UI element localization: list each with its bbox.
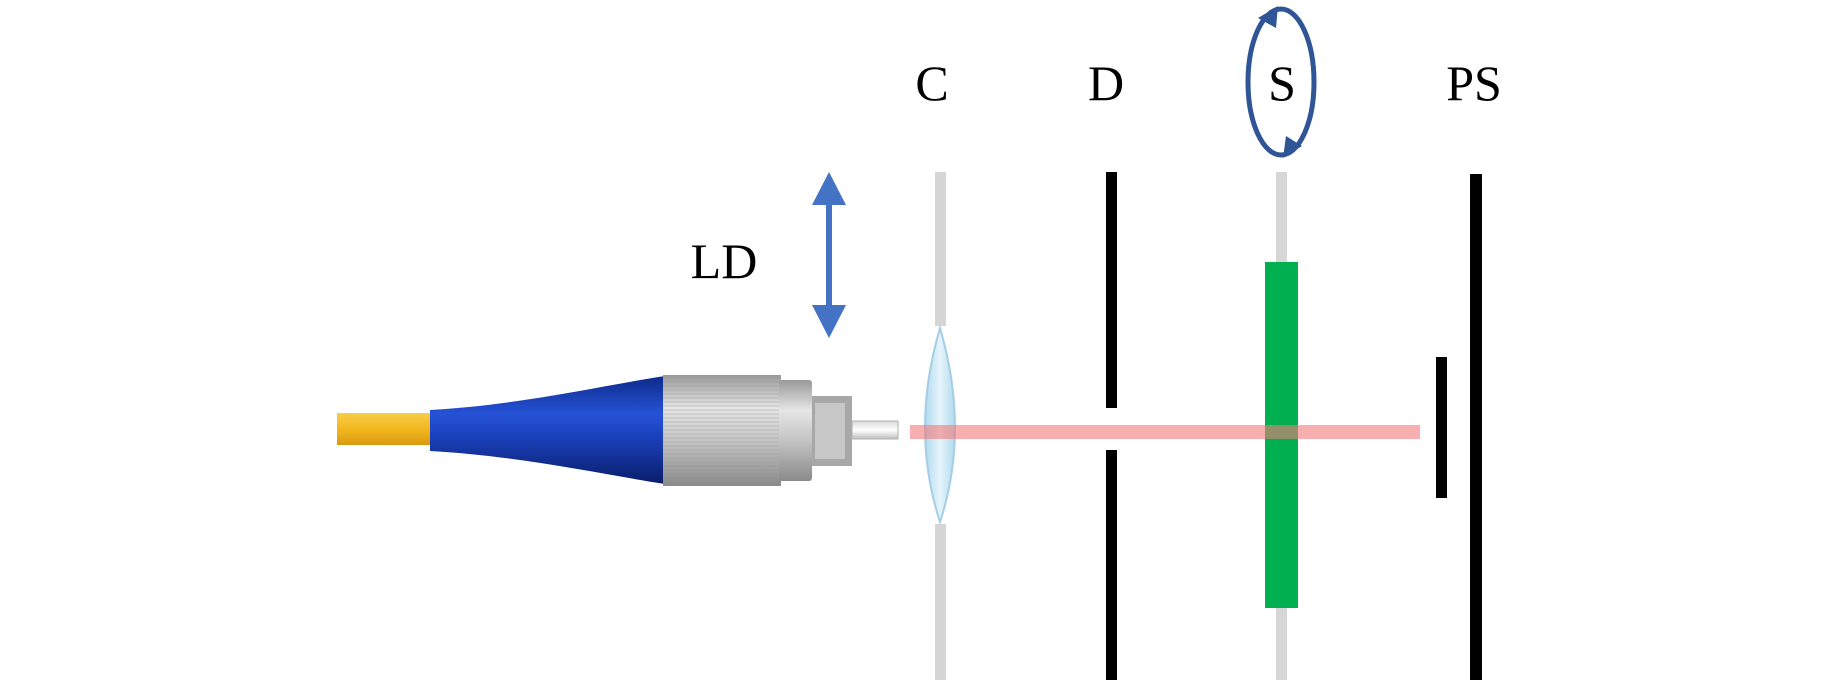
sample-mount-top [1276,172,1287,262]
diaphragm-lower-blade [1106,450,1117,680]
double-arrow-icon [812,172,846,338]
label-photo-sensor: PS [1446,55,1502,111]
photo-sensor [1436,174,1482,680]
diaphragm-upper-blade [1106,172,1117,408]
sample-mount-bottom [1276,608,1287,680]
fiber-boot [430,376,665,484]
label-diaphragm: D [1088,55,1124,111]
connector-collar [779,380,812,481]
photo-sensor-screen [1470,174,1482,680]
label-laser-diode: LD [691,233,758,289]
ferrule [851,420,899,440]
lens-mount-top [935,172,946,326]
label-sample: S [1268,55,1296,111]
fiber-connector [337,375,899,486]
connector-knurl-texture [663,375,781,486]
photo-sensor-element [1436,357,1447,498]
diaphragm [1106,172,1117,680]
fiber-jacket [337,413,432,445]
lens-mount-bottom [935,524,946,680]
connector-body-shade [815,403,845,459]
label-collimator: C [915,55,948,111]
laser-beam [910,425,1420,439]
rotation-arrows-icon [1245,6,1317,158]
